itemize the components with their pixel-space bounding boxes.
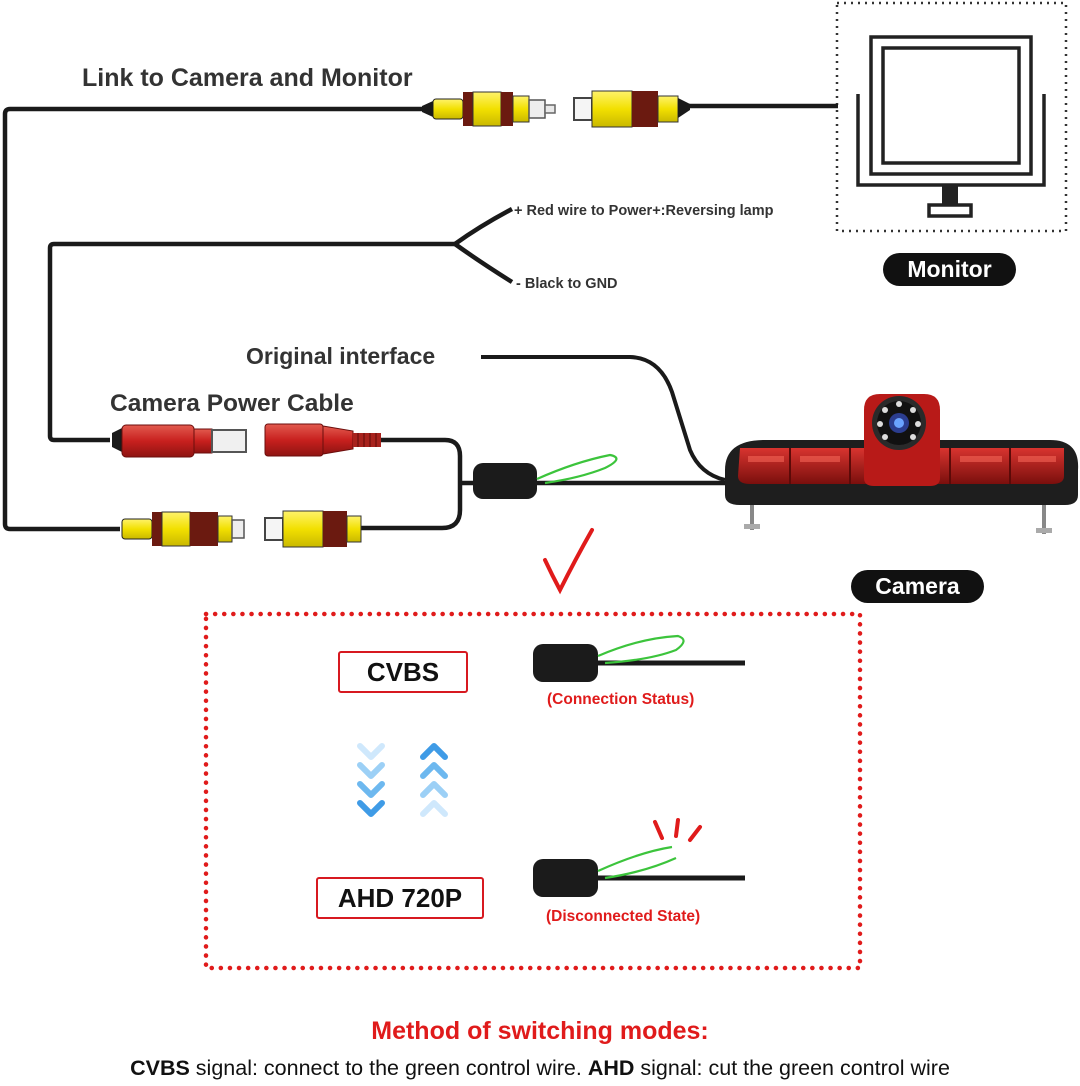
rca-male-connector-top xyxy=(422,91,556,127)
chevron-up-icon xyxy=(420,743,448,817)
link-label: Link to Camera and Monitor xyxy=(82,64,413,92)
brake-light-camera xyxy=(725,394,1079,534)
connected-wire-icon xyxy=(533,634,745,682)
cvbs-mode-label: CVBS xyxy=(338,651,468,693)
original-interface-label: Original interface xyxy=(246,343,436,369)
ahd-keyword: AHD xyxy=(587,1056,635,1080)
rca-female-connector-bottom xyxy=(264,510,362,548)
power-plug-female xyxy=(264,423,381,457)
monitor-badge: Monitor xyxy=(883,253,1016,286)
switch-junction-box xyxy=(473,453,618,499)
method-description: CVBS signal: connect to the green contro… xyxy=(0,1056,1080,1081)
mode-switch-panel xyxy=(203,611,863,971)
method-title: Method of switching modes: xyxy=(371,1017,709,1045)
camera-badge: Camera xyxy=(851,570,984,603)
camera-power-cable-label: Camera Power Cable xyxy=(110,390,354,417)
disconnected-wire-icon xyxy=(533,818,745,897)
power-wire-split xyxy=(47,207,514,443)
camera-harness xyxy=(358,355,726,531)
cvbs-keyword: CVBS xyxy=(130,1056,190,1080)
disconnected-state-label: (Disconnected State) xyxy=(546,908,701,925)
rca-male-connector-bottom xyxy=(121,511,245,547)
connection-status-label: (Connection Status) xyxy=(547,691,695,708)
video-link-cable xyxy=(2,103,838,532)
cvbs-instruction: signal: connect to the green control wir… xyxy=(189,1056,588,1080)
rca-female-connector-top xyxy=(573,90,690,128)
monitor-icon xyxy=(835,1,1068,233)
checkmark-icon xyxy=(543,528,594,595)
red-wire-label: + Red wire to Power+:Reversing lamp xyxy=(514,203,774,219)
black-wire-label: - Black to GND xyxy=(516,276,618,292)
ahd-instruction: signal: cut the green control wire xyxy=(634,1056,950,1080)
ahd-mode-label: AHD 720P xyxy=(316,877,484,919)
chevron-down-icon xyxy=(357,743,385,817)
power-plug-male xyxy=(112,424,247,458)
